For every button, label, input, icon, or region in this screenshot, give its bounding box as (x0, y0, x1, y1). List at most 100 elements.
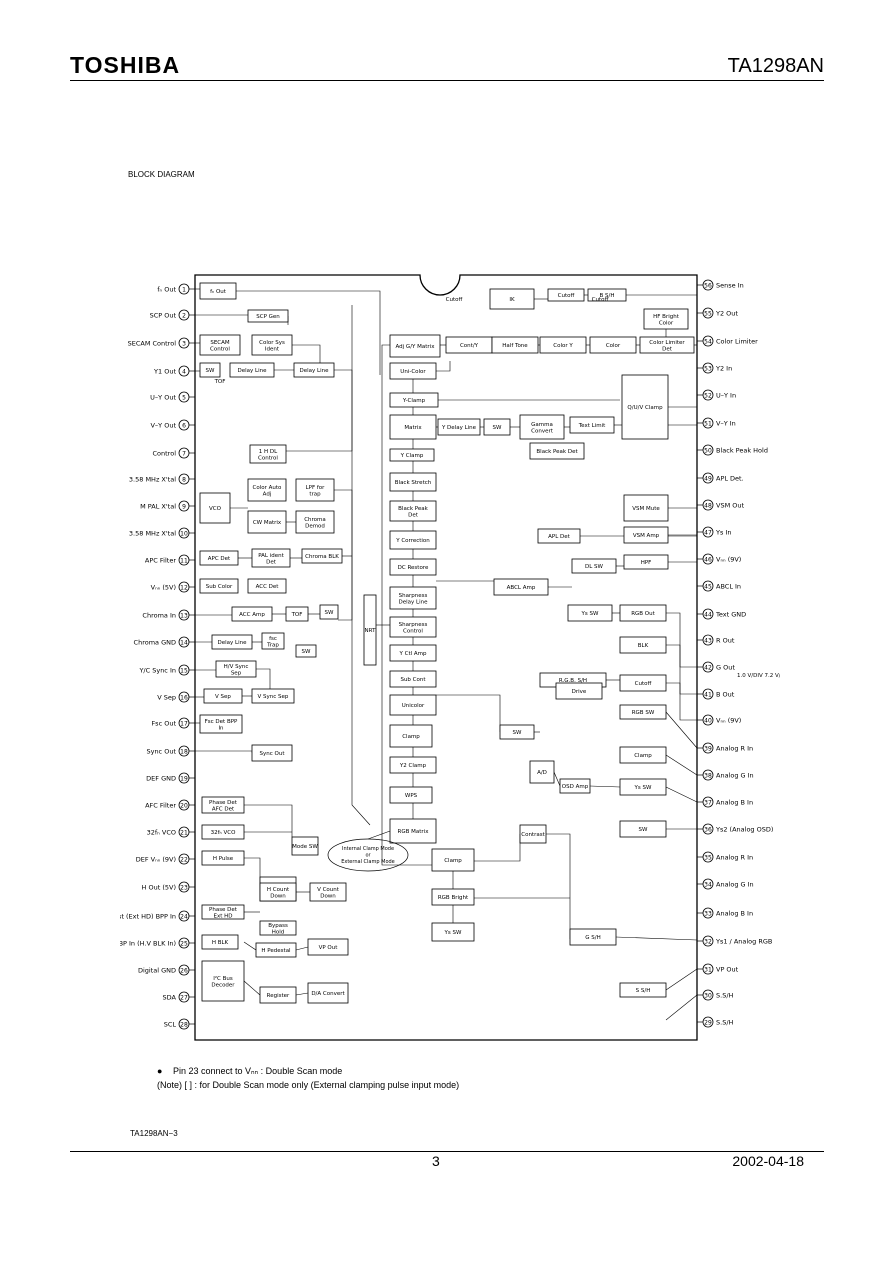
pin-number: 52 (704, 393, 712, 400)
block-clamp: Clamp (619, 746, 667, 764)
pin-number: 9 (182, 504, 186, 511)
block-y2-clamp: Y2 Clamp (389, 756, 437, 774)
block-label: Clamp (402, 734, 420, 740)
pin-number: 48 (704, 503, 712, 510)
block-label: Y Clamp (400, 453, 424, 459)
block-label: SW (513, 730, 522, 736)
document-date: 2002-04-18 (732, 1153, 804, 1169)
block-label: Control (403, 628, 423, 634)
pin-number-circle (178, 283, 190, 295)
block-label: Clamp (444, 858, 462, 864)
pin-number-circle (178, 581, 190, 593)
pin-number-circle (702, 714, 714, 726)
block-label: Control (210, 346, 230, 352)
pin-label: 3.58 MHz X'tal (129, 530, 176, 538)
block-ik: IK (489, 288, 535, 310)
pin-label: Digital GND (138, 967, 176, 975)
block-label: SW (302, 649, 311, 655)
pin-number-circle (178, 664, 190, 676)
block-label: SCP Gen (256, 314, 280, 320)
pin-number: 39 (704, 746, 712, 753)
block-label: H/V Sync (224, 664, 249, 670)
block-label: ABCL Amp (507, 585, 536, 591)
clamp-mode-label: or (365, 853, 371, 859)
block-label: Cont/Y (460, 343, 479, 349)
pin-number-circle (702, 499, 714, 511)
block-ys-sw: Ys SW (619, 778, 667, 796)
inline-label: TOF (214, 379, 226, 385)
block-cont-y: Cont/Y (445, 336, 493, 354)
pin-number: 47 (704, 530, 712, 537)
block-label: Ext HD (213, 913, 232, 919)
block-drive: Drive (555, 682, 603, 700)
block-label: Ys SW (634, 785, 652, 791)
block-label: V Sep (215, 694, 231, 700)
block-label: Clamp (634, 753, 652, 759)
pin-number-circle (702, 907, 714, 919)
pin-8: 83.58 MHz X'tal (129, 473, 195, 485)
block-label: Det (408, 512, 419, 518)
block-label: Trap (266, 642, 279, 648)
block-label: Black Peak (398, 506, 429, 512)
inline-label: Cutoff (592, 297, 609, 303)
block-label: Color (606, 343, 621, 349)
block-label: ACC Amp (239, 612, 265, 618)
block-label: Demod (305, 523, 325, 529)
block-sw: SW (319, 604, 339, 620)
block-q-u-v-clamp: Q/U/V Clamp (621, 374, 669, 440)
pin-label: VP Out (716, 966, 739, 974)
block-label: H Pulse (213, 856, 234, 862)
pin-number-circle (702, 935, 714, 947)
block-label: Det (266, 559, 277, 565)
pin-label: V–Y Out (150, 422, 176, 430)
pin-number: 36 (704, 827, 712, 834)
block-label: Ident (265, 346, 280, 352)
pin-number: 41 (704, 692, 712, 699)
pin-number-circle (178, 799, 190, 811)
pin-number-circle (702, 878, 714, 890)
pin-24: 24Phase Adjust (Ext HD) BPP In (120, 910, 195, 922)
pin-4: 4Y1 Out (153, 365, 195, 377)
block-label: R.G.B. S/H (559, 678, 587, 684)
pin-number-circle (178, 337, 190, 349)
block-uni-color: Uni-Color (389, 362, 437, 380)
block-label: Color Auto (253, 485, 283, 491)
chip-outline (194, 274, 698, 1041)
page-number: 3 (432, 1153, 440, 1169)
block-v-sep: V Sep (203, 688, 243, 704)
pin-number-circle (702, 362, 714, 374)
pin-label: DEF GND (146, 775, 176, 783)
pin-number: 38 (704, 773, 712, 780)
note-text: Pin 23 connect to Vₙₙ : Double Scan mode (172, 1066, 343, 1076)
chip-body (194, 274, 698, 1041)
block-black-peak-det: Black Peak Det (529, 442, 585, 460)
block-label: Y Correction (395, 538, 430, 544)
pin-number: 51 (704, 421, 712, 428)
block-sub-cont: Sub Cont (389, 670, 437, 688)
block-label: Delay Line (300, 368, 330, 374)
pin-number: 3 (182, 341, 186, 348)
block-label: Ys SW (581, 611, 599, 617)
block-label: Bypass (268, 923, 288, 929)
pin-number-circle (702, 796, 714, 808)
clamp-mode-ellipse (327, 838, 409, 872)
block-label: Sub Cont (400, 677, 426, 683)
pin-label: V–Y In (716, 420, 736, 428)
pin-number-circle (178, 554, 190, 566)
block-s-s-h: S S/H (619, 982, 667, 998)
pin-label: Analog G In (716, 772, 754, 780)
block-y-clamp: Y-Clamp (389, 392, 439, 408)
block-label: Y2 Clamp (399, 763, 427, 769)
pin-number: 22 (180, 857, 188, 864)
pin-number: 1 (182, 287, 186, 294)
